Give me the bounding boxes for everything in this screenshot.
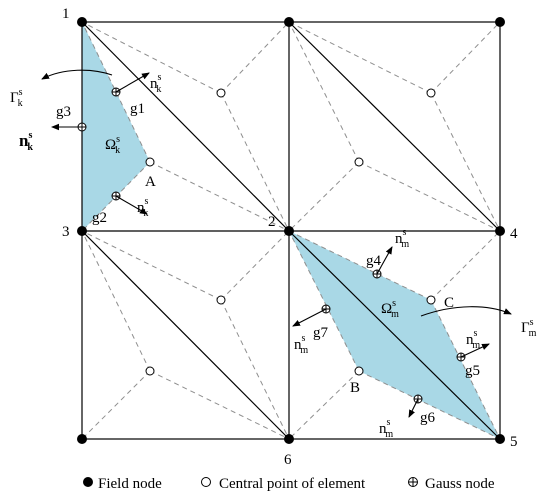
field-node-top-right xyxy=(495,17,505,27)
gamma-m-leader xyxy=(420,306,512,317)
central-point xyxy=(426,295,436,305)
gauss-label-g1: g1 xyxy=(130,101,145,117)
labels: 1 2 3 4 5 6 g1 g2 g3 g4 g5 g6 g7 A B C Ω… xyxy=(10,6,537,468)
node-label-3: 3 xyxy=(62,224,70,240)
field-node-1 xyxy=(77,17,87,27)
field-node-5 xyxy=(495,434,505,444)
normal-arrow-g7 xyxy=(292,308,327,327)
normal-arrow-g1 xyxy=(115,72,150,93)
legend-field-node-marker xyxy=(83,477,93,487)
node-label-1: 1 xyxy=(62,6,70,22)
central-point xyxy=(426,88,436,98)
central-point xyxy=(145,157,155,167)
normal-arrow-g2 xyxy=(115,195,148,215)
legend-central-point-label: Central point of element xyxy=(219,476,366,492)
central-point xyxy=(354,366,364,376)
central-point xyxy=(354,157,364,167)
normal-arrows xyxy=(41,69,512,418)
field-node-top-middle xyxy=(284,17,294,27)
node-label-2: 2 xyxy=(268,214,276,230)
field-node-4 xyxy=(495,226,505,236)
node-label-5: 5 xyxy=(510,434,518,450)
legend: Field node Central point of element Gaus… xyxy=(83,476,495,492)
point-label-c: C xyxy=(444,295,454,311)
normal-arrow-g5 xyxy=(460,343,490,358)
domain-k-shade xyxy=(82,22,150,231)
central-point xyxy=(216,88,226,98)
central-points xyxy=(145,88,436,376)
field-node-bottom-left xyxy=(77,434,87,444)
node-label-4: 4 xyxy=(510,226,518,242)
gauss-label-g4: g4 xyxy=(366,253,382,269)
legend-gauss-node-label: Gauss node xyxy=(425,476,495,492)
central-point xyxy=(145,366,155,376)
normal-arrow-g6 xyxy=(408,398,419,418)
gauss-label-g7: g7 xyxy=(313,325,329,341)
gauss-label-g3: g3 xyxy=(56,104,71,120)
gauss-label-g6: g6 xyxy=(420,410,436,426)
field-node-markers xyxy=(77,17,505,444)
gamma-k-leader xyxy=(41,69,113,80)
field-node-3 xyxy=(77,226,87,236)
legend-field-node-label: Field node xyxy=(98,476,162,492)
legend-gauss-node-marker xyxy=(408,477,418,487)
normal-arrow-g4 xyxy=(376,246,393,275)
point-label-a: A xyxy=(145,174,156,190)
central-point xyxy=(216,295,226,305)
field-node-6 xyxy=(284,434,294,444)
gauss-label-g5: g5 xyxy=(465,363,480,379)
point-label-b: B xyxy=(350,380,360,396)
field-node-2 xyxy=(284,226,294,236)
node-label-6: 6 xyxy=(284,452,292,468)
legend-central-point-marker xyxy=(201,477,211,487)
gauss-label-g2: g2 xyxy=(92,210,107,226)
